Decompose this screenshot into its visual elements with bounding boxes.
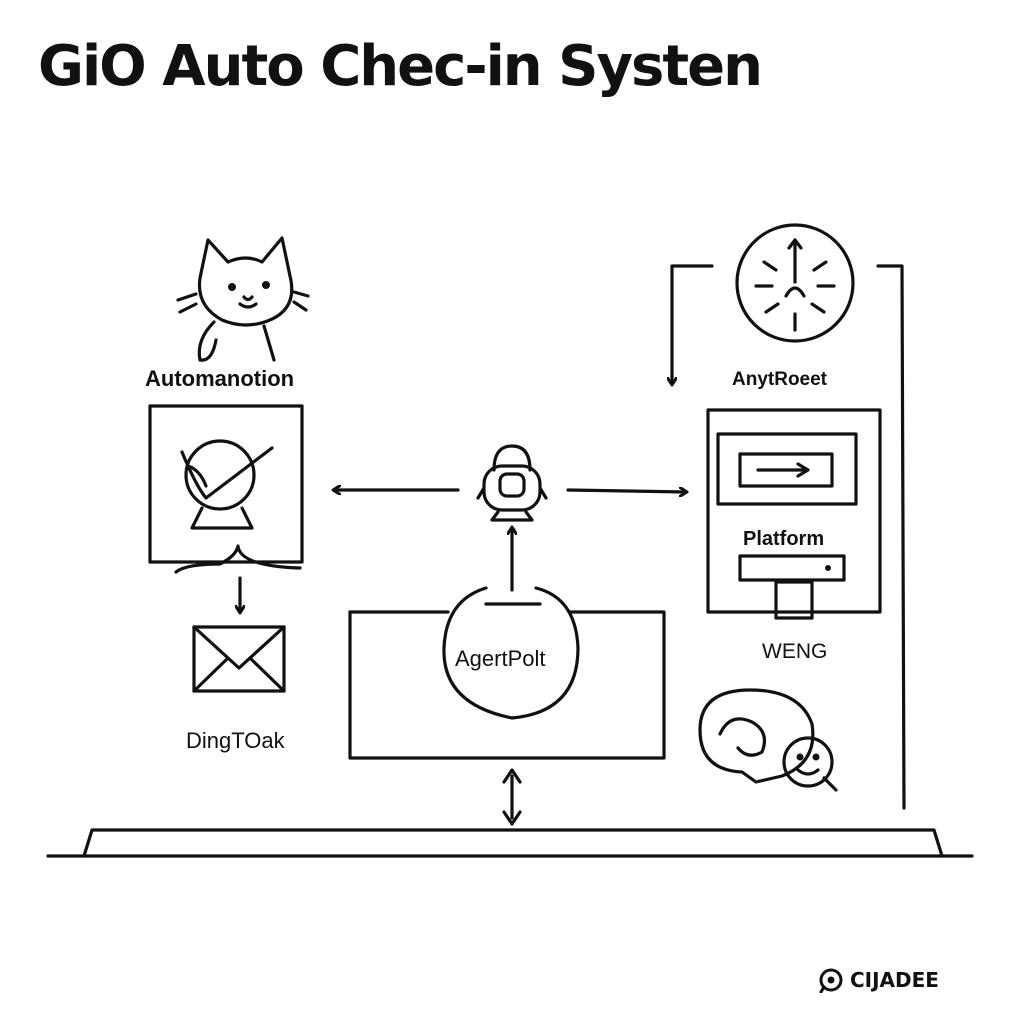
agent-label: AgertPolt [455,646,546,671]
arrow-robot-to-platform [566,490,686,492]
base-platform [46,828,974,858]
platform-label: Platform [743,528,825,550]
agent-box [348,586,666,760]
envelope-icon [192,625,286,693]
dingtalk-label: DingTOak [186,728,285,753]
double-arrow-agent-base [502,768,522,826]
chat-bubbles-icon [698,688,838,792]
page-title: GiO Auto Chec-in Systen [38,34,763,99]
clock-icon [735,223,855,343]
any-robot-label: AnytRoeet [732,369,828,390]
automation-label: Automanotion [145,366,295,391]
cat-icon [176,236,310,362]
platform-sublabel: WENG [762,640,828,663]
platform-device [706,408,882,620]
connector-clock-base [876,264,906,810]
logo-icon [819,968,843,993]
watermark: CIJADEE [818,967,939,993]
watermark-text: CIJADEE [850,968,939,992]
checkmark-monitor-icon [148,404,304,574]
robot-head-icon [476,444,548,522]
arrow-clock-loop [672,264,714,384]
